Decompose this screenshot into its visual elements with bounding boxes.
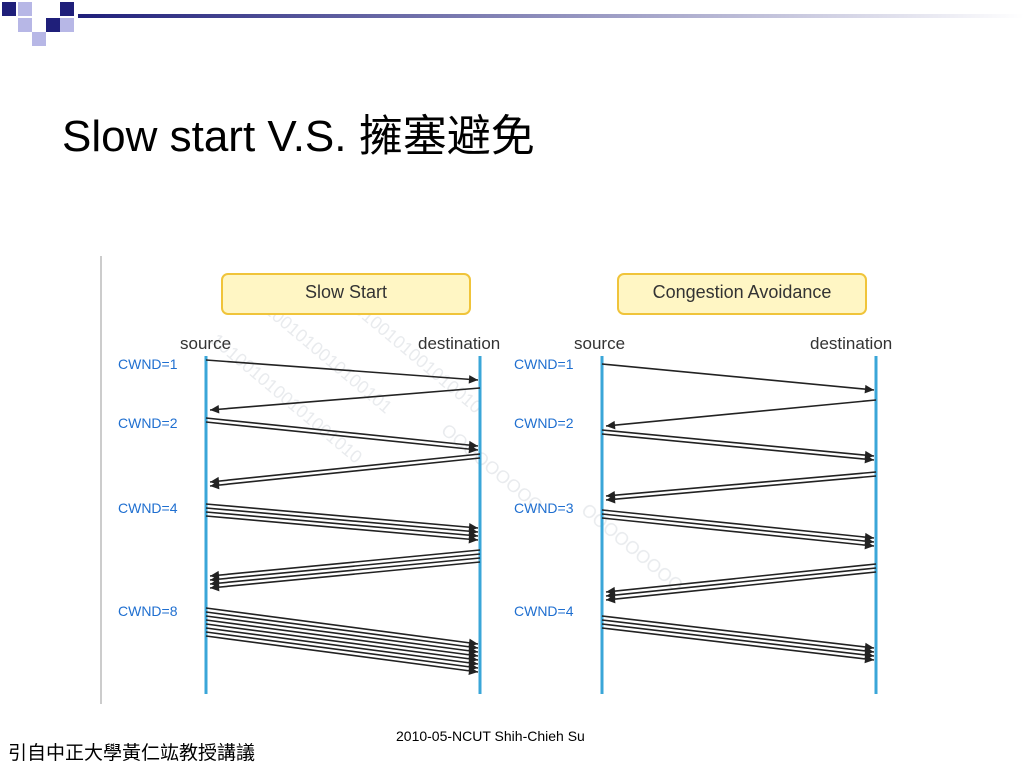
message-arrow xyxy=(205,507,479,533)
message-arrow xyxy=(205,607,479,645)
message-arrow xyxy=(601,615,875,649)
cwnd-label: CWND=1 xyxy=(514,356,574,372)
panel-title-box xyxy=(617,273,867,315)
arrow-head xyxy=(864,654,874,664)
corner-square-light xyxy=(60,18,74,32)
arrow-head xyxy=(606,494,616,504)
arrow-head xyxy=(864,540,874,550)
message-arrow xyxy=(205,417,479,447)
message-arrow xyxy=(205,627,479,665)
message-arrow xyxy=(205,503,479,529)
corner-square-dark xyxy=(2,2,16,16)
footer-credit: 2010-05-NCUT Shih-Chieh Su xyxy=(396,728,585,744)
cwnd-label: CWND=4 xyxy=(514,603,574,619)
corner-square-dark xyxy=(60,2,74,16)
arrow-group xyxy=(601,363,877,664)
panel-title: Congestion Avoidance xyxy=(653,282,832,302)
slide-title-chinese: 擁塞避免 xyxy=(358,111,535,162)
footer-citation: 引自中正大學黃仁竑教授講議 xyxy=(8,742,256,764)
arrow-head xyxy=(210,582,220,592)
arrow-head xyxy=(864,384,874,394)
message-arrow xyxy=(605,567,877,597)
cwnd-label: CWND=8 xyxy=(118,603,178,619)
destination-label: destination xyxy=(810,334,892,353)
message-arrow xyxy=(605,563,877,593)
message-arrow xyxy=(601,363,875,391)
message-arrow xyxy=(605,471,877,497)
message-arrow xyxy=(601,509,875,539)
cwnd-label: CWND=3 xyxy=(514,500,574,516)
cwnd-label: CWND=4 xyxy=(118,500,178,516)
congestion-avoidance-panel: Congestion Avoidance source destination … xyxy=(514,273,892,694)
source-label: source xyxy=(574,334,625,353)
slide-title: Slow start V.S. 擁塞避免 xyxy=(62,100,535,164)
tcp-window-diagram: 0101001010010100101 1010010100101001010 … xyxy=(100,256,892,704)
message-arrow xyxy=(209,561,481,589)
corner-decoration xyxy=(2,2,1024,46)
arrow-head xyxy=(468,534,478,544)
corner-square-dark xyxy=(46,18,60,32)
arrow-head xyxy=(606,420,616,430)
message-arrow xyxy=(605,399,877,427)
header-gradient-bar xyxy=(78,14,1024,18)
cwnd-label: CWND=2 xyxy=(514,415,574,431)
message-arrow xyxy=(209,549,481,577)
arrow-head xyxy=(468,444,478,454)
message-arrow xyxy=(601,627,875,661)
message-arrow xyxy=(209,453,481,483)
arrow-head xyxy=(864,454,874,464)
message-arrow xyxy=(205,515,479,541)
arrow-head xyxy=(468,666,478,676)
message-arrow xyxy=(601,433,875,461)
message-arrow xyxy=(205,359,479,381)
panel-title-box xyxy=(221,273,471,315)
message-arrow xyxy=(209,553,481,581)
message-arrow xyxy=(205,623,479,661)
message-arrow xyxy=(209,557,481,585)
message-arrow xyxy=(209,457,481,487)
message-arrow xyxy=(205,631,479,669)
message-arrow xyxy=(601,623,875,657)
message-arrow xyxy=(205,635,479,673)
message-arrow xyxy=(601,517,875,547)
binary-watermark: 0101001010010100101 1010010100101001010 … xyxy=(207,280,686,596)
cwnd-label: CWND=2 xyxy=(118,415,178,431)
message-arrow xyxy=(601,513,875,543)
message-arrow xyxy=(205,619,479,657)
panel-title: Slow Start xyxy=(305,282,387,302)
corner-square-light xyxy=(18,18,32,32)
message-arrow xyxy=(601,619,875,653)
message-arrow xyxy=(205,421,479,451)
arrow-head xyxy=(606,594,616,604)
arrow-group xyxy=(205,359,481,676)
message-arrow xyxy=(205,615,479,653)
slow-start-panel: Slow Start source destination CWND=1 CWN… xyxy=(118,273,500,694)
corner-square-light xyxy=(32,32,46,46)
message-arrow xyxy=(601,429,875,457)
corner-square-light xyxy=(18,2,32,16)
watermark-text: OOOOOOOOO xyxy=(577,500,686,596)
message-arrow xyxy=(605,571,877,601)
destination-label: destination xyxy=(418,334,500,353)
message-arrow xyxy=(209,387,481,411)
cwnd-label: CWND=1 xyxy=(118,356,178,372)
arrow-head xyxy=(210,480,220,490)
message-arrow xyxy=(205,511,479,537)
arrow-head xyxy=(210,405,220,414)
message-arrow xyxy=(205,611,479,649)
message-arrow xyxy=(605,475,877,501)
arrow-head xyxy=(468,375,478,384)
slide-title-english: Slow start V.S. xyxy=(62,112,347,161)
source-label: source xyxy=(180,334,231,353)
